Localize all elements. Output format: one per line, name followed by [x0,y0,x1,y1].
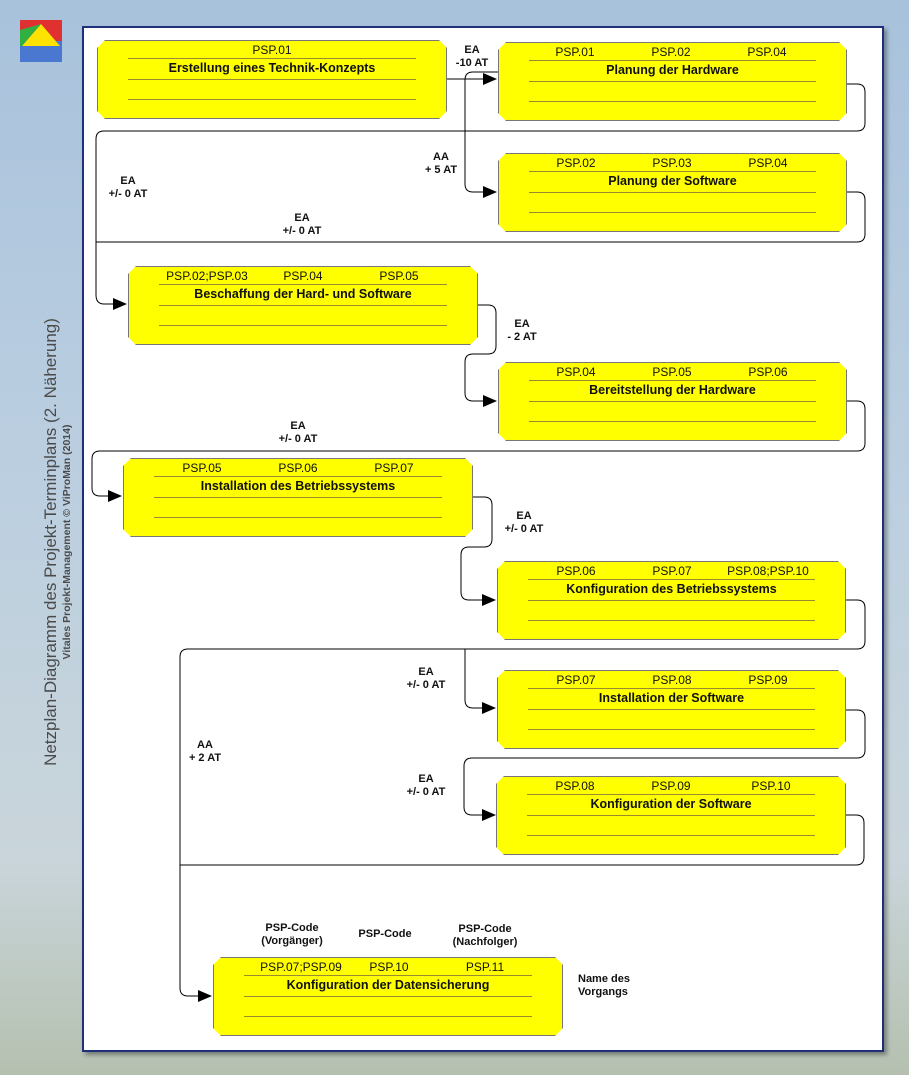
dependency-label: EA+/- 0 AT [504,510,544,535]
legend-succ: PSP-Code (Nachfolger) [452,923,518,948]
node-installation-betriebssystem: PSP.05 PSP.06 PSP.07 Installation des Be… [123,458,473,537]
node-installation-software: PSP.07 PSP.08 PSP.09 Installation der So… [497,670,846,749]
dependency-label: EA- 2 AT [507,318,537,343]
dependency-label: EA-10 AT [455,44,489,69]
node-code: PSP.01 [252,43,292,57]
node-pred-code: PSP.02 [556,156,596,170]
connector-10 [463,709,866,816]
node-succ-code: PSP.04 [747,45,787,59]
dependency-label: EA+/- 0 AT [108,175,148,200]
node-pred-code: PSP.05 [182,461,222,475]
node-name: Konfiguration des Betriebssystems [566,582,777,596]
node-code: PSP.08 [652,673,692,687]
legend-pred: PSP-Code (Vorgänger) [261,922,323,947]
dependency-label: EA+/- 0 AT [406,773,446,798]
connector-4 [96,191,866,243]
connector-9 [464,649,482,709]
connector-8 [179,599,866,997]
node-bereitstellung-hardware: PSP.04 PSP.05 PSP.06 Bereitstellung der … [498,362,847,441]
node-technik-konzept: PSP.01 Erstellung eines Technik-Konzepts [97,40,447,119]
dependency-label: AA+ 5 AT [424,151,458,176]
node-code: PSP.02 [651,45,691,59]
node-succ-code: PSP.07 [374,461,414,475]
node-pred-code: PSP.02;PSP.03 [166,269,248,283]
node-succ-code: PSP.06 [748,365,788,379]
node-code: PSP.03 [652,156,692,170]
arrowhead-icon [483,186,497,198]
node-code: PSP.05 [652,365,692,379]
node-code: PSP.06 [278,461,318,475]
node-planung-software: PSP.02 PSP.03 PSP.04 Planung der Softwar… [498,153,847,232]
dependency-label: AA+ 2 AT [188,739,222,764]
node-succ-code: PSP.04 [748,156,788,170]
node-name: Beschaffung der Hard- und Software [194,287,412,301]
node-konfiguration-datensicherung: PSP.07;PSP.09 PSP.10 PSP.11 Konfiguratio… [213,957,563,1036]
node-name: Planung der Software [608,174,737,188]
node-name: Konfiguration der Software [590,797,752,811]
connector-7 [460,496,493,601]
node-code: PSP.09 [651,779,691,793]
legend-name: Name des Vorgangs [578,973,630,998]
arrowhead-icon [483,73,497,85]
node-planung-hardware: PSP.01 PSP.02 PSP.04 Planung der Hardwar… [498,42,847,121]
node-beschaffung: PSP.02;PSP.03 PSP.04 PSP.05 Beschaffung … [128,266,478,345]
node-pred-code: PSP.01 [555,45,595,59]
node-succ-code: PSP.09 [748,673,788,687]
dependency-label: EA+/- 0 AT [406,666,446,691]
arrowhead-icon [482,702,496,714]
node-pred-code: PSP.07 [556,673,596,687]
arrowhead-icon [108,490,122,502]
dependency-label: EA+/- 0 AT [278,420,318,445]
connector-2 [95,83,866,305]
node-succ-code: PSP.11 [465,960,505,974]
node-name: Erstellung eines Technik-Konzepts [168,61,376,75]
node-pred-code: PSP.04 [556,365,596,379]
node-name: Planung der Hardware [606,63,739,77]
node-konfiguration-betriebssystem: PSP.06 PSP.07 PSP.08;PSP.10 Konfiguratio… [497,561,846,640]
legend-code: PSP-Code [358,928,412,940]
arrowhead-icon [482,809,496,821]
node-pred-code: PSP.08 [555,779,595,793]
dependency-label: EA+/- 0 AT [282,212,322,237]
node-name: Bereitstellung der Hardware [589,383,756,397]
node-succ-code: PSP.08;PSP.10 [727,564,809,578]
arrowhead-icon [113,298,127,310]
arrowhead-icon [198,990,212,1002]
viproman-logo-icon [20,20,62,62]
node-code: PSP.10 [369,960,409,974]
connector-5 [464,304,497,402]
node-succ-code: PSP.10 [751,779,791,793]
node-code: PSP.04 [283,269,323,283]
connector-11 [180,814,865,866]
arrowhead-icon [482,594,496,606]
node-name: Installation des Betriebssystems [200,479,396,493]
node-succ-code: PSP.05 [379,269,419,283]
node-pred-code: PSP.07;PSP.09 [260,960,342,974]
node-konfiguration-software: PSP.08 PSP.09 PSP.10 Konfiguration der S… [496,776,846,855]
node-code: PSP.07 [652,564,692,578]
connector-3 [464,71,498,193]
node-name: Konfiguration der Datensicherung [286,978,490,992]
node-pred-code: PSP.06 [556,564,596,578]
node-name: Installation der Software [598,691,745,705]
connector-6 [91,400,866,497]
arrowhead-icon [483,395,497,407]
